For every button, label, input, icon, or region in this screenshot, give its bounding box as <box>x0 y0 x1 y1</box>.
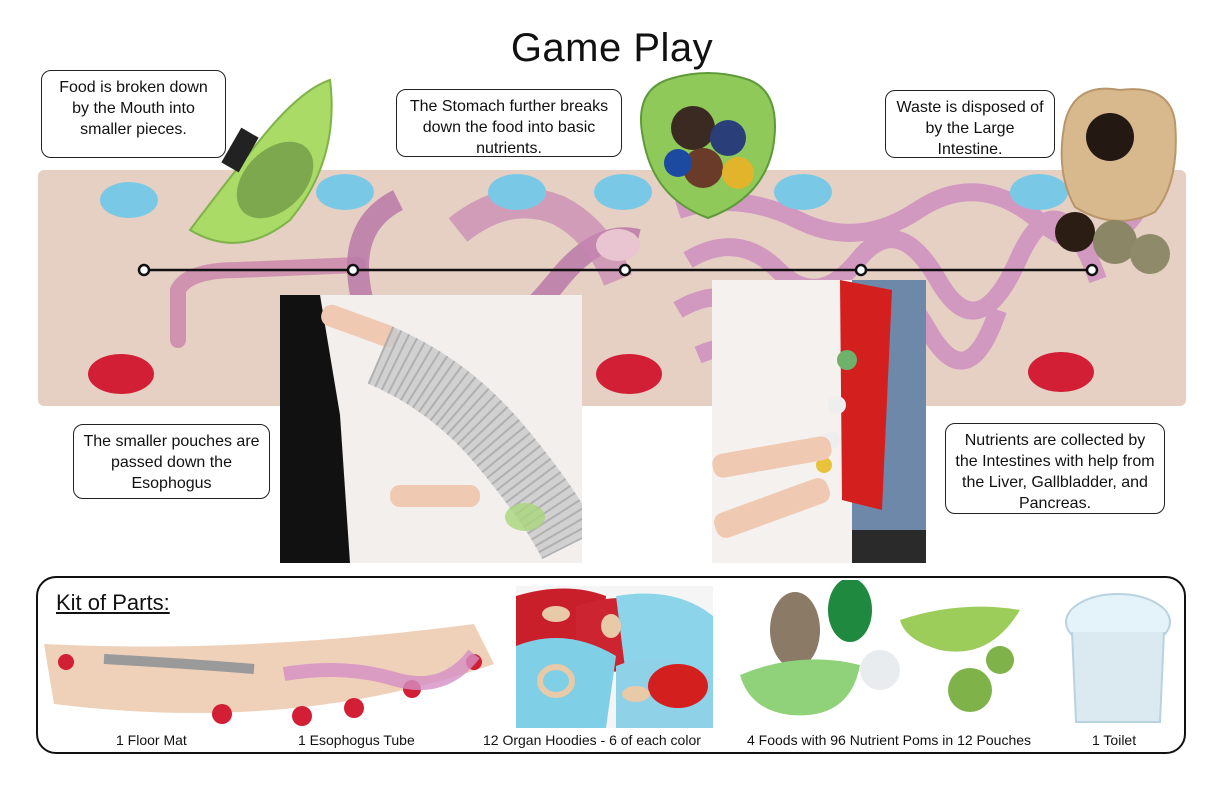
esophagus-tube-photo <box>280 295 582 563</box>
organ-hoodies-image <box>516 586 713 728</box>
stomach-pouch-image <box>640 72 776 220</box>
page-title: Game Play <box>510 26 714 70</box>
pancreas-label-spot <box>594 174 652 210</box>
foods-and-pouches-image <box>740 580 1020 716</box>
callout-stomach: The Stomach further breaks down the food… <box>396 89 622 157</box>
kit-item-toilet: 1 Toilet <box>1092 732 1137 748</box>
pancreas-spot <box>596 354 662 394</box>
organ-hoodie-photo <box>712 280 926 563</box>
callout-esophagus: The smaller pouches are passed down the … <box>73 424 270 499</box>
large-intestine-label-spot <box>1010 174 1068 210</box>
callout-waste: Waste is disposed of by the Large Intest… <box>885 90 1055 158</box>
kit-item-organ-hoodies: 12 Organ Hoodies - 6 of each color <box>483 732 701 748</box>
kit-item-esophagus-tube: 1 Esophogus Tube <box>298 732 415 748</box>
floor-mat-image <box>44 624 494 726</box>
mouth-label-spot <box>100 182 158 218</box>
liver-label-spot <box>488 174 546 210</box>
large-intestine-spot <box>1028 352 1094 392</box>
kit-item-floor-mat: 1 Floor Mat <box>116 732 187 748</box>
toilet-image <box>1065 593 1171 723</box>
mouth-spot <box>88 354 154 394</box>
waste-pouch-image <box>1055 87 1177 274</box>
callout-mouth: Food is broken down by the Mouth into sm… <box>41 70 226 158</box>
kit-item-foods: 4 Foods with 96 Nutrient Poms in 12 Pouc… <box>747 732 1032 748</box>
kit-of-parts-panel <box>36 576 1186 754</box>
callout-nutrients: Nutrients are collected by the Intestine… <box>945 423 1165 514</box>
green-food-pouch-image <box>188 78 333 244</box>
stomach-label-spot <box>316 174 374 210</box>
intestine-label-spot <box>774 174 832 210</box>
kit-title: Kit of Parts: <box>56 590 170 615</box>
